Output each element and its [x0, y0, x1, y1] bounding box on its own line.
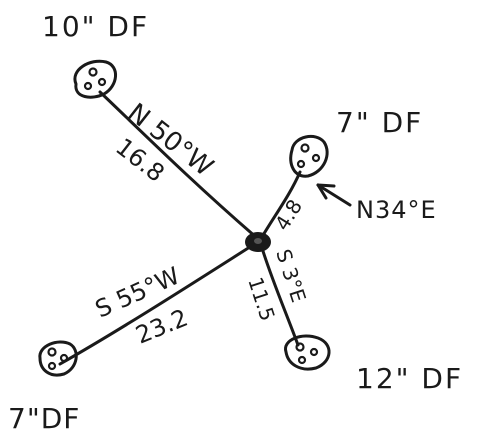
- bearing-label-se: S 3°E: [271, 246, 311, 305]
- nw-branch-line: [98, 90, 259, 240]
- tree-sw-icon: [38, 340, 78, 377]
- tree-label-sw: 7"DF: [8, 402, 80, 435]
- se-branch-line: [260, 246, 300, 347]
- tree-se-icon: [284, 334, 331, 371]
- ne-branch-line: [260, 170, 302, 239]
- distance-label-sw: 23.2: [132, 304, 192, 350]
- center-hub-icon: [245, 232, 271, 252]
- tree-label-ne: 7" DF: [336, 106, 423, 139]
- tree-ne-icon: [289, 134, 329, 178]
- distance-label-ne: 4.8: [270, 195, 307, 235]
- bearing-label-ne: N34°E: [356, 196, 437, 224]
- sw-branch-line: [58, 243, 255, 366]
- annotation-arrow-icon: [316, 183, 352, 207]
- tree-label-nw: 10" DF: [42, 10, 149, 43]
- tree-label-se: 12" DF: [356, 362, 463, 395]
- tree-nw-icon: [73, 59, 117, 99]
